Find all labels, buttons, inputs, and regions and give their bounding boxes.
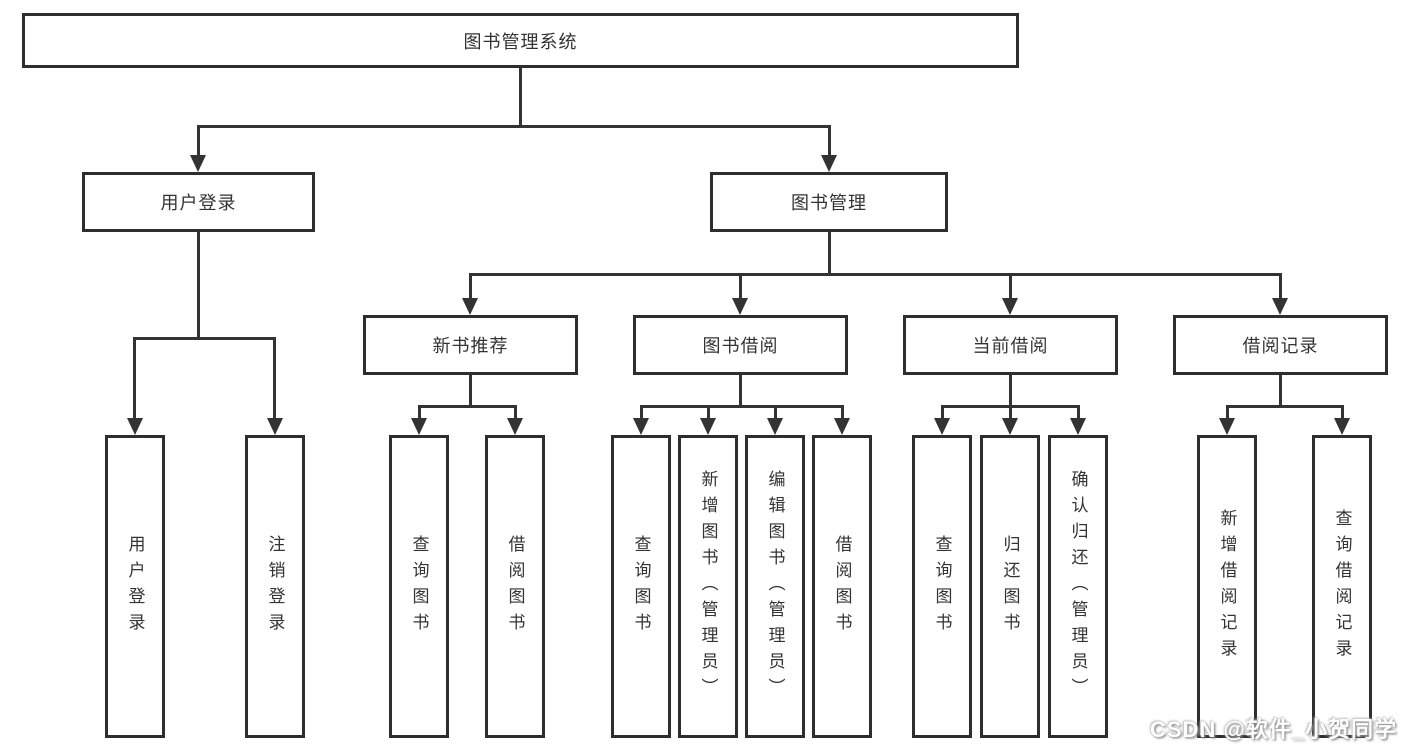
arrow-down-icon: [767, 418, 783, 435]
connector-drop-leaf: [707, 405, 710, 419]
connector-drop-leaf: [514, 405, 517, 419]
node-current-borrow: 当前借阅: [903, 315, 1118, 375]
leaf-return-books: 归还图书: [980, 435, 1040, 738]
leaf-query-books-recommend: 查询图书: [389, 435, 449, 738]
connector-drop-leaf: [1077, 405, 1080, 419]
connector-book-borrow-stem: [739, 375, 742, 405]
leaf-edit-books-admin: 编辑图书（管理员）: [745, 435, 805, 738]
arrow-down-icon: [934, 418, 950, 435]
connector-current-borrow-stem: [1009, 375, 1012, 405]
arrow-down-icon: [1002, 418, 1018, 435]
connector-drop-leaf: [273, 337, 276, 419]
arrow-down-icon: [411, 418, 427, 435]
node-borrow-records: 借阅记录: [1173, 315, 1388, 375]
connector-drop-leaf: [133, 337, 136, 419]
connector-new-book-split: [418, 405, 517, 408]
leaf-confirm-return-admin: 确认归还（管理员）: [1048, 435, 1108, 738]
connector-book-management-split: [469, 273, 1282, 276]
connector-drop-leaf: [1226, 405, 1229, 419]
leaf-logout: 注销登录: [245, 435, 305, 738]
arrow-down-icon: [834, 418, 850, 435]
connector-book-management-stem: [828, 232, 831, 275]
leaf-user-login: 用户登录: [105, 435, 165, 738]
leaf-add-borrow-record: 新增借阅记录: [1197, 435, 1257, 738]
arrow-down-icon: [1070, 418, 1086, 435]
arrow-down-icon: [507, 418, 523, 435]
csdn-watermark: CSDN @软件_小贺同学: [1150, 717, 1398, 742]
leaf-query-borrow-record: 查询借阅记录: [1312, 435, 1372, 738]
leaf-query-books-current: 查询图书: [912, 435, 972, 738]
connector-drop-leaf: [418, 405, 421, 419]
connector-drop-level3: [469, 273, 472, 300]
connector-root-split: [197, 125, 831, 128]
leaf-borrow-books-recommend: 借阅图书: [485, 435, 545, 738]
arrow-down-icon: [700, 418, 716, 435]
arrow-down-icon: [633, 418, 649, 435]
node-book-borrow: 图书借阅: [633, 315, 848, 375]
connector-user-login-stem: [197, 232, 200, 337]
arrow-down-icon: [1272, 298, 1288, 315]
connector-drop-leaf: [941, 405, 944, 419]
node-new-book-recommend: 新书推荐: [363, 315, 578, 375]
node-root-book-management-system: 图书管理系统: [22, 13, 1019, 68]
connector-drop-leaf: [640, 405, 643, 419]
connector-borrow-records-split: [1226, 405, 1344, 408]
connector-drop-level3: [739, 273, 742, 300]
connector-drop-level3: [1009, 273, 1012, 300]
node-user-login: 用户登录: [82, 172, 315, 232]
arrow-down-icon: [1219, 418, 1235, 435]
connector-new-book-stem: [469, 375, 472, 405]
connector-drop-leaf: [1341, 405, 1344, 419]
connector-drop-level3: [1279, 273, 1282, 300]
arrow-down-icon: [462, 298, 478, 315]
connector-drop-book-management: [828, 125, 831, 158]
node-book-management: 图书管理: [710, 172, 948, 232]
arrow-down-icon: [190, 155, 206, 172]
arrow-down-icon: [127, 418, 143, 435]
leaf-add-books-admin: 新增图书（管理员）: [678, 435, 738, 738]
leaf-query-books-borrow: 查询图书: [611, 435, 671, 738]
arrow-down-icon: [1334, 418, 1350, 435]
connector-drop-leaf: [1009, 405, 1012, 419]
arrow-down-icon: [267, 418, 283, 435]
arrow-down-icon: [821, 155, 837, 172]
connector-root-stem: [519, 68, 522, 125]
arrow-down-icon: [1002, 298, 1018, 315]
connector-user-login-split: [133, 337, 275, 340]
connector-drop-user-login: [197, 125, 200, 158]
connector-book-borrow-split: [640, 405, 844, 408]
connector-drop-leaf: [841, 405, 844, 419]
connector-borrow-records-stem: [1279, 375, 1282, 405]
connector-drop-leaf: [774, 405, 777, 419]
leaf-borrow-books: 借阅图书: [812, 435, 872, 738]
arrow-down-icon: [732, 298, 748, 315]
